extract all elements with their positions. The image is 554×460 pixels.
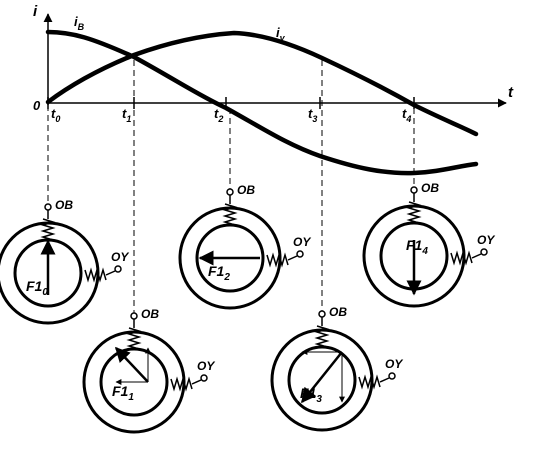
terminal-oy <box>296 250 304 258</box>
winding-oy-label: OY <box>477 233 495 247</box>
field-label: F11 <box>112 383 134 403</box>
winding-ob-label: OB <box>237 183 255 197</box>
winding-ob-label: OB <box>421 181 439 195</box>
winding-ob-coil <box>314 325 330 348</box>
y-axis-label: i <box>33 3 38 20</box>
terminal-ob <box>44 203 52 211</box>
motor-2: OB OY F12 <box>178 183 311 310</box>
motor-1: OB OY F11 <box>82 307 215 434</box>
terminal-ob <box>410 186 418 194</box>
terminal-oy <box>114 265 122 273</box>
motor-0: OB OY F10 <box>0 198 129 325</box>
winding-ob-label: OB <box>55 198 73 212</box>
winding-oy-coil <box>84 267 107 283</box>
field-label: F10 <box>26 278 48 298</box>
motor-3: OB OY F13 <box>270 305 403 432</box>
motor-4: OB OY F14 <box>362 181 495 308</box>
winding-oy-coil <box>170 376 193 392</box>
terminal-ob <box>130 312 138 320</box>
terminal-oy <box>200 374 208 382</box>
field-vector-arrow <box>114 346 149 383</box>
terminal-ob <box>318 310 326 318</box>
winding-oy-label: OY <box>385 357 403 371</box>
winding-ob-coil <box>222 203 238 226</box>
field-label: F13 <box>300 385 322 405</box>
terminal-oy <box>388 372 396 380</box>
winding-ob-label: OB <box>329 305 347 319</box>
winding-oy-label: OY <box>293 235 311 249</box>
winding-ob-coil <box>126 327 142 350</box>
winding-oy-coil <box>450 250 473 266</box>
time-label-4: t4 <box>402 106 411 124</box>
winding-oy-label: OY <box>197 359 215 373</box>
x-axis-label: t <box>508 84 514 101</box>
field-label: F14 <box>406 237 428 257</box>
terminal-oy <box>480 248 488 256</box>
winding-oy-coil <box>358 374 381 390</box>
terminal-ob <box>226 188 234 196</box>
winding-oy-label: OY <box>111 250 129 264</box>
time-label-3: t3 <box>308 106 317 124</box>
origin-label: 0 <box>33 98 41 113</box>
winding-ob-label: OB <box>141 307 159 321</box>
time-label-1: t1 <box>122 106 131 124</box>
time-label-2: t2 <box>214 106 223 124</box>
field-label: F12 <box>208 263 230 283</box>
winding-oy-coil <box>266 252 289 268</box>
curve-iB-label: iB <box>74 14 85 32</box>
curve-iy-label: iy <box>276 25 286 43</box>
rotor-inner-ring <box>99 347 169 417</box>
time-label-0: t0 <box>51 106 60 124</box>
winding-ob-coil <box>406 201 422 224</box>
rotor-inner-ring <box>195 223 265 293</box>
rotor-inner-ring <box>287 345 357 415</box>
winding-ob-coil <box>40 218 56 241</box>
field-vector-arrow <box>301 351 343 404</box>
